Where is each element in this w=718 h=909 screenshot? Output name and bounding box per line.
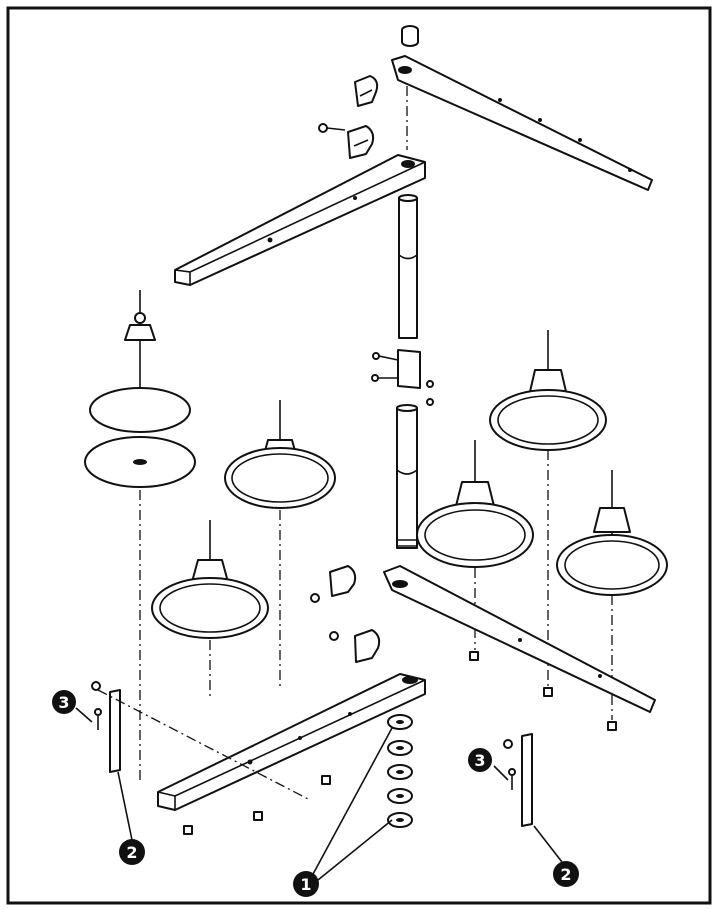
leader-1b [317, 819, 393, 881]
spool-pin-left-bottom [151, 520, 269, 639]
spool-pin-left-mid [224, 400, 336, 509]
upper-guide-arm [391, 55, 653, 191]
frame-border [6, 6, 712, 905]
bracket-left [91, 681, 311, 801]
leader-1a [311, 727, 393, 877]
callout-3-left-label: 3 [58, 693, 69, 712]
callout-2-left-label: 2 [126, 843, 137, 862]
callout-1: 1 [293, 871, 319, 897]
callout-2-right-label: 2 [560, 865, 571, 884]
callout-2-right: 2 [553, 861, 579, 887]
spool-disc-1 [89, 387, 191, 433]
small-screw-left [94, 708, 102, 730]
spool-disc-hole [133, 459, 147, 465]
lower-right-arm [383, 565, 656, 713]
leader-3-left [75, 707, 93, 723]
upper-long-arm [174, 154, 426, 286]
spool-pin-left-top [124, 290, 156, 390]
callout-3-right-label: 3 [474, 751, 485, 770]
lower-base-arm [157, 673, 426, 811]
upper-clamp-1 [354, 75, 379, 107]
upper-clamp-screw [318, 123, 346, 133]
upper-pipe [398, 194, 418, 339]
small-nuts [183, 651, 617, 835]
upper-clamp-2 [347, 125, 375, 159]
callout-3-left: 3 [52, 690, 76, 714]
callout-1-label: 1 [300, 875, 311, 894]
leader-3-right [493, 765, 509, 781]
callout-3-right: 3 [468, 748, 492, 772]
spool-pin-right-top [489, 330, 607, 451]
spool-pin-right-bottom [556, 470, 668, 596]
leader-2-left [117, 771, 133, 841]
center-joint [371, 349, 434, 406]
lower-clamp-1 [310, 565, 357, 603]
lower-pipe [396, 404, 418, 549]
top-cap [401, 25, 419, 47]
leader-2-right [533, 825, 563, 863]
washer-stack [387, 714, 413, 828]
spool-pin-right-mid [416, 440, 534, 568]
bracket-right [503, 733, 533, 827]
callout-2-left: 2 [119, 839, 145, 865]
lower-clamp-2 [329, 629, 381, 663]
small-screw-right [508, 768, 516, 790]
